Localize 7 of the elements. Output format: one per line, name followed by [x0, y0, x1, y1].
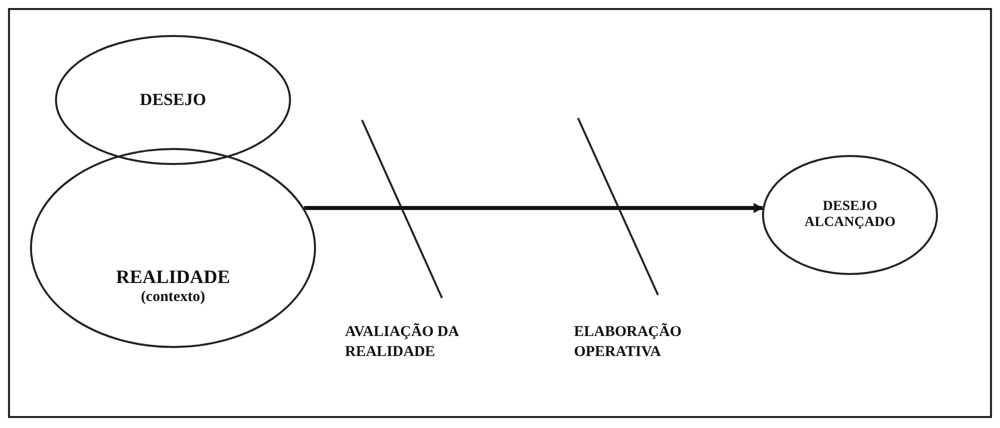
node-label: DESEJO ALCANÇADO: [804, 199, 896, 231]
stage-label: ELABORAÇÃO OPERATIVA: [574, 322, 683, 362]
node-label: REALIDADE: [116, 266, 230, 288]
arrow: [304, 203, 764, 213]
node-label: DESEJO: [140, 90, 206, 110]
node-label: (contexto): [140, 288, 206, 306]
stage-label: AVALIAÇÃO DA REALIDADE: [345, 322, 460, 362]
